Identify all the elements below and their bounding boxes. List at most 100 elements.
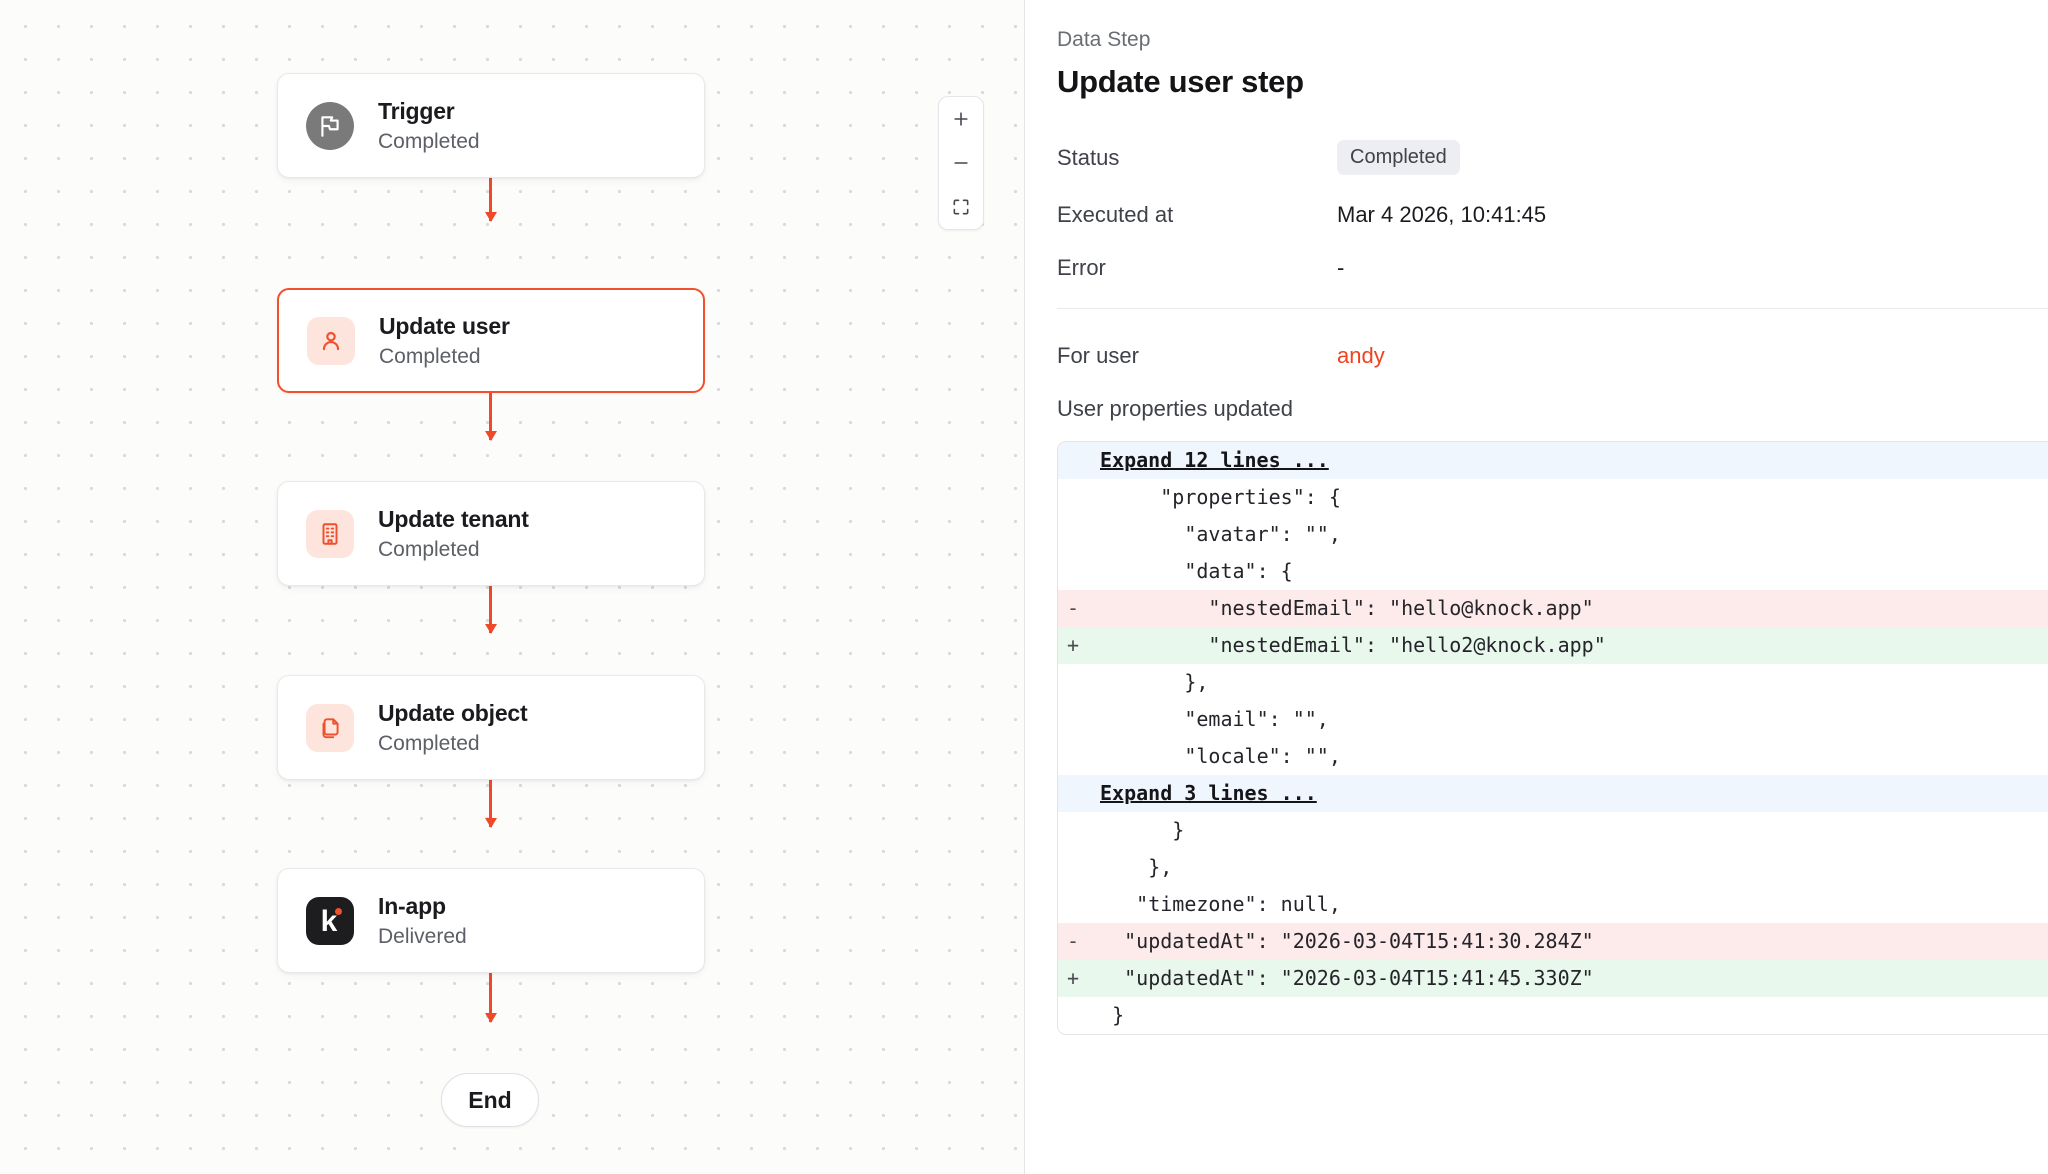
node-title: Trigger	[378, 97, 455, 124]
diff-code: "email": "",	[1088, 707, 1329, 731]
page-title: Update user step	[1057, 64, 1304, 99]
connector-trigger-to-update-user	[484, 155, 497, 222]
diff-code: "avatar": "",	[1088, 522, 1341, 546]
workflow-node-end[interactable]: End	[441, 1073, 539, 1127]
diff-line: "avatar": "",	[1058, 516, 2048, 553]
connector-inapp-to-end	[484, 960, 497, 1023]
diff-code: "nestedEmail": "hello2@knock.app"	[1088, 633, 1606, 657]
node-text: Update tenant Completed	[378, 506, 529, 562]
workflow-node-in-app[interactable]: k In-app Delivered	[277, 868, 705, 973]
knock-logo-icon: k	[306, 896, 354, 945]
node-title: In-app	[378, 892, 446, 919]
diff-code: "properties": {	[1088, 485, 1341, 509]
user-properties-updated-label: User properties updated	[1057, 396, 1294, 421]
knock-letter-k: k	[320, 904, 338, 938]
field-label: Executed at	[1057, 202, 1174, 227]
node-status: Completed	[378, 129, 480, 153]
diff-code: },	[1088, 855, 1173, 879]
fit-view-button[interactable]	[939, 185, 983, 229]
flag-icon	[306, 101, 354, 150]
field-value: -	[1337, 255, 1345, 280]
node-status: Completed	[379, 344, 481, 368]
breadcrumb: Data Step	[1057, 28, 1151, 51]
node-text: Update object Completed	[378, 699, 528, 756]
field-for-user: For user andy	[1057, 343, 2048, 369]
field-executed-at: Executed at Mar 4 2026, 10:41:45	[1057, 202, 2048, 228]
diff-line: - "updatedAt": "2026-03-04T15:41:30.284Z…	[1058, 923, 2048, 960]
diff-sign	[1058, 553, 1088, 590]
diff-line: }	[1058, 997, 2048, 1034]
canvas-zoom-controls	[938, 96, 984, 230]
zoom-out-button[interactable]	[939, 141, 983, 185]
diff-line: },	[1058, 849, 2048, 886]
diff-sign	[1058, 664, 1088, 701]
node-title: Update user	[379, 312, 510, 339]
diff-sign: -	[1066, 596, 1080, 620]
diff-line: "timezone": null,	[1058, 886, 2048, 923]
diff-sign: -	[1066, 929, 1080, 953]
diff-line: + "nestedEmail": "hello2@knock.app"	[1058, 627, 2048, 664]
diff-sign	[1058, 479, 1088, 516]
diff-sign	[1058, 775, 1088, 812]
status-badge: Completed	[1337, 140, 1460, 175]
diff-line: },	[1058, 664, 2048, 701]
diff-sign	[1058, 886, 1088, 923]
node-title: Update tenant	[378, 505, 529, 532]
diff-code: "locale": "",	[1088, 744, 1341, 768]
building-icon	[306, 509, 354, 558]
diff-sign	[1058, 997, 1088, 1034]
diff-sign: +	[1066, 966, 1080, 990]
field-status: Status Completed	[1057, 140, 2048, 175]
diff-line: "data": {	[1058, 553, 2048, 590]
diff-expand-row[interactable]: Expand 12 lines ...	[1058, 442, 2048, 479]
diff-line: "email": "",	[1058, 701, 2048, 738]
node-text: In-app Delivered	[378, 893, 467, 949]
diff-code: }	[1088, 1003, 1125, 1027]
field-label: Status	[1057, 144, 1120, 170]
connector-object-to-inapp	[484, 767, 497, 828]
workflow-node-update-tenant[interactable]: Update tenant Completed	[277, 481, 705, 586]
node-text: Update user Completed	[379, 313, 510, 369]
workflow-node-update-object[interactable]: Update object Completed	[277, 675, 705, 780]
user-link[interactable]: andy	[1337, 343, 1385, 368]
diff-sign	[1058, 849, 1088, 886]
node-status: Completed	[378, 537, 480, 561]
diff-code: "nestedEmail": "hello@knock.app"	[1088, 596, 1594, 620]
field-label: For user	[1057, 343, 1139, 368]
knock-badge-dot	[335, 907, 342, 915]
section-divider	[1057, 308, 2048, 309]
user-icon	[307, 316, 355, 365]
diff-code: "timezone": null,	[1088, 892, 1341, 916]
diff-line: + "updatedAt": "2026-03-04T15:41:45.330Z…	[1058, 960, 2048, 997]
diff-sign: +	[1066, 633, 1080, 657]
diff-code: "updatedAt": "2026-03-04T15:41:45.330Z"	[1088, 966, 1594, 990]
expand-lines-link[interactable]: Expand 3 lines ...	[1100, 781, 1317, 805]
node-status: Completed	[378, 731, 480, 755]
field-label: Error	[1057, 255, 1106, 280]
diff-line: }	[1058, 812, 2048, 849]
diff-line: "properties": {	[1058, 479, 2048, 516]
workflow-node-update-user[interactable]: Update user Completed	[277, 288, 705, 393]
diff-sign	[1058, 701, 1088, 738]
connector-update-user-to-tenant	[484, 380, 497, 441]
diff-sign	[1058, 812, 1088, 849]
user-properties-diff: Expand 12 lines ... "properties": { "ava…	[1057, 441, 2048, 1035]
field-value: Mar 4 2026, 10:41:45	[1337, 202, 1547, 227]
workflow-canvas[interactable]: Trigger Completed Update user Completed	[0, 0, 1025, 1174]
diff-line: "locale": "",	[1058, 738, 2048, 775]
diff-code: },	[1088, 670, 1209, 694]
workflow-node-trigger[interactable]: Trigger Completed	[277, 73, 705, 178]
copy-files-icon	[306, 703, 354, 752]
connector-tenant-to-object	[484, 573, 497, 634]
node-title: Update object	[378, 699, 528, 726]
field-error: Error -	[1057, 255, 2048, 281]
expand-lines-link[interactable]: Expand 12 lines ...	[1100, 448, 1329, 472]
diff-sign	[1058, 442, 1088, 479]
zoom-in-button[interactable]	[939, 97, 983, 141]
diff-expand-row[interactable]: Expand 3 lines ...	[1058, 775, 2048, 812]
diff-sign	[1058, 738, 1088, 775]
diff-code: }	[1088, 818, 1185, 842]
diff-code: "data": {	[1088, 559, 1293, 583]
diff-line: - "nestedEmail": "hello@knock.app"	[1058, 590, 2048, 627]
